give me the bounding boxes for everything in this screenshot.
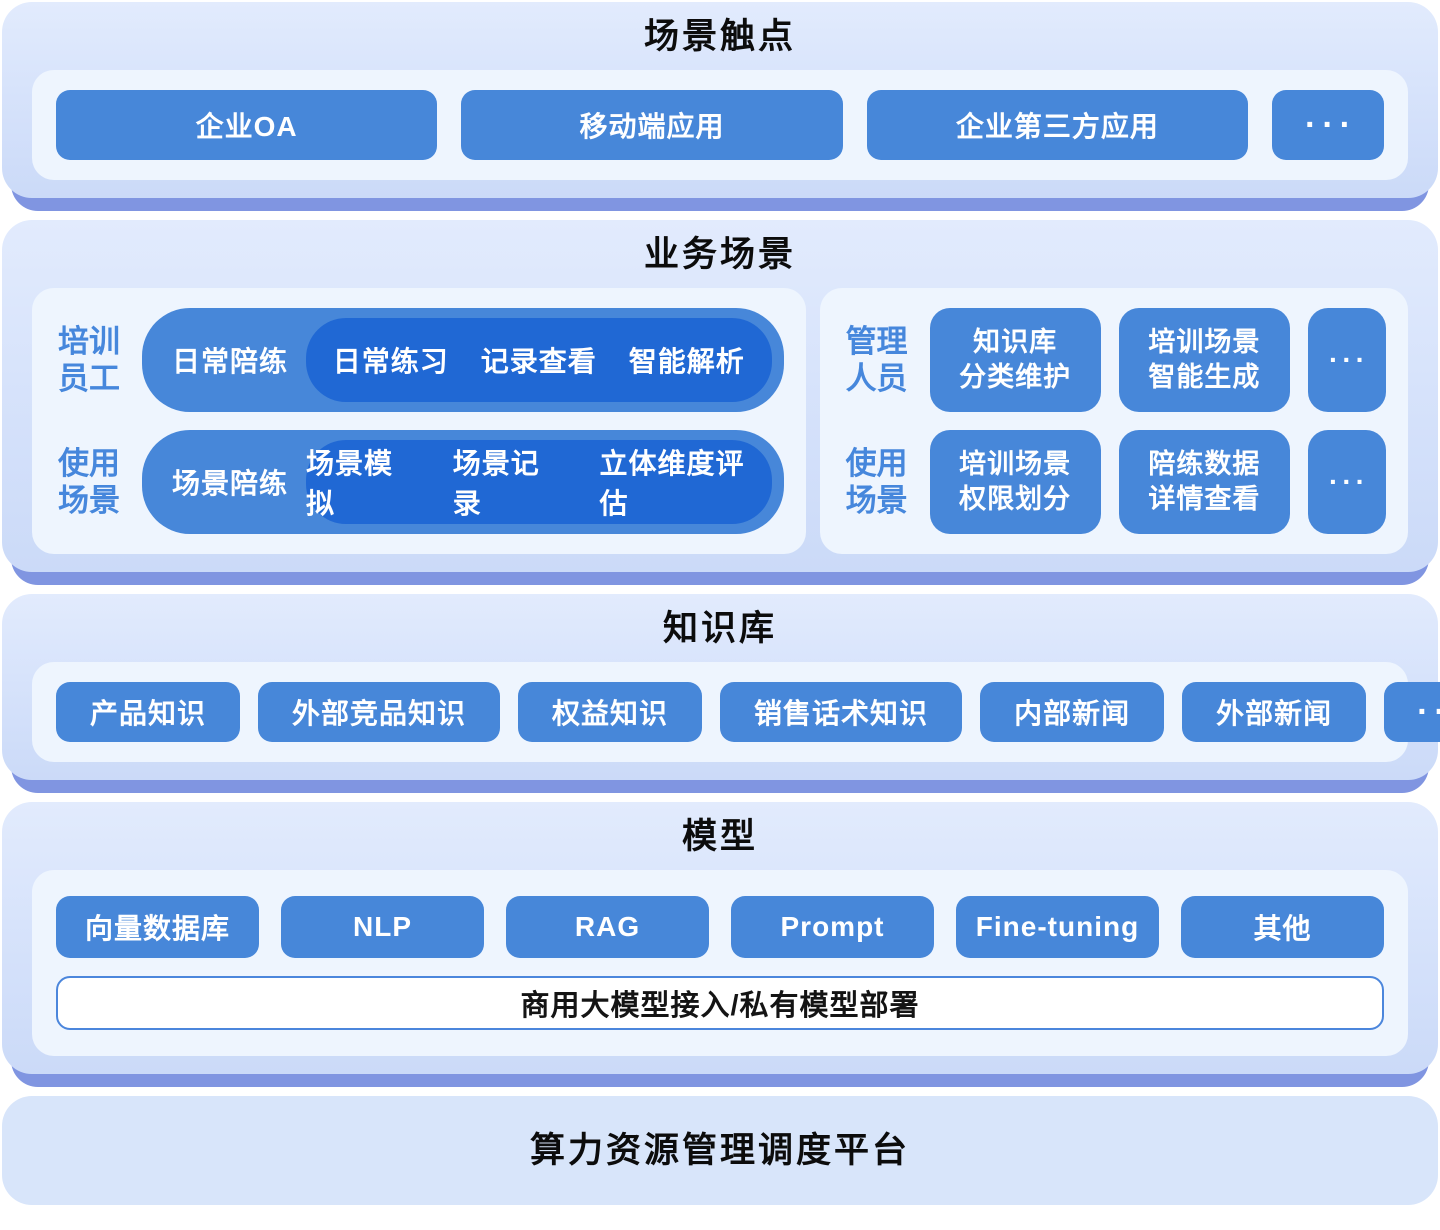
business-panels: 培训 员工 日常陪练 日常练习 记录查看 智能解析 使用 场景 场景陪练 (32, 288, 1408, 554)
model-fine-tuning: Fine-tuning (956, 896, 1159, 958)
model-nlp: NLP (281, 896, 484, 958)
manager-row-2: 使用 场景 培训场景 权限划分 陪练数据 详情查看 ··· (842, 430, 1386, 534)
compute-platform-title: 算力资源管理调度平台 (529, 1130, 910, 1170)
model-panel: 向量数据库 NLP RAG Prompt Fine-tuning 其他 商用大模… (32, 870, 1408, 1056)
daily-training-features: 日常练习 记录查看 智能解析 (306, 318, 772, 402)
section-model: 模型 向量数据库 NLP RAG Prompt Fine-tuning 其他 商… (2, 802, 1438, 1087)
model-access-deployment-bar: 商用大模型接入/私有模型部署 (56, 976, 1384, 1030)
model-rag: RAG (506, 896, 709, 958)
section-compute-platform: 算力资源管理调度平台 (2, 1096, 1438, 1205)
knowledge-more-ellipsis: ··· (1384, 682, 1440, 742)
kb-category-maintenance: 知识库 分类维护 (929, 308, 1101, 412)
training-scene-generation: 培训场景 智能生成 (1118, 308, 1290, 412)
knowledge-title: 知识库 (662, 609, 777, 648)
scene-training-pill: 场景陪练 场景模拟 场景记录 立体维度评估 (142, 430, 784, 534)
scene-training-row: 使用 场景 场景陪练 场景模拟 场景记录 立体维度评估 (54, 430, 784, 534)
trainee-usage-panel: 培训 员工 日常陪练 日常练习 记录查看 智能解析 使用 场景 场景陪练 (32, 288, 806, 554)
section-knowledge-base: 知识库 产品知识 外部竞品知识 权益知识 销售话术知识 内部新闻 外部新闻 ··… (2, 594, 1440, 793)
touchpoints-title: 场景触点 (643, 17, 796, 56)
feature-scene-record: 场景记录 (452, 448, 540, 519)
kb-sales-script-knowledge: 销售话术知识 (720, 682, 963, 742)
touchpoint-mobile-app: 移动端应用 (461, 90, 843, 160)
feature-multi-dimension-eval: 立体维度评估 (599, 448, 745, 519)
model-other: 其他 (1181, 896, 1384, 958)
scene-training-pill-label: 场景陪练 (172, 468, 289, 499)
kb-internal-news: 内部新闻 (980, 682, 1165, 742)
section-business-scenes: 业务场景 培训 员工 日常陪练 日常练习 记录查看 智能解析 使用 场景 (2, 220, 1438, 585)
daily-training-pill: 日常陪练 日常练习 记录查看 智能解析 (142, 308, 784, 412)
scene-training-features: 场景模拟 场景记录 立体维度评估 (306, 440, 772, 524)
feature-record-view: 记录查看 (480, 346, 597, 377)
daily-training-pill-label: 日常陪练 (172, 346, 289, 377)
kb-product-knowledge: 产品知识 (56, 682, 241, 742)
manager-label: 管理 人员 (845, 323, 908, 396)
touchpoints-panel: 企业OA 移动端应用 企业第三方应用 ··· (32, 70, 1408, 180)
feature-smart-analysis: 智能解析 (628, 346, 745, 377)
manager-row-1: 管理 人员 知识库 分类维护 培训场景 智能生成 ··· (842, 308, 1386, 412)
manager-row2-more-ellipsis: ··· (1308, 430, 1386, 534)
training-data-detail: 陪练数据 详情查看 (1118, 430, 1290, 534)
manager-usage-panel: 管理 人员 知识库 分类维护 培训场景 智能生成 ··· 使用 场景 培训场景 … (819, 288, 1408, 554)
knowledge-panel: 产品知识 外部竞品知识 权益知识 销售话术知识 内部新闻 外部新闻 ··· (32, 662, 1440, 762)
usage-scene-label-right: 使用 场景 (845, 445, 908, 518)
business-title: 业务场景 (643, 235, 796, 274)
touchpoint-third-party-app: 企业第三方应用 (866, 90, 1248, 160)
touchpoint-enterprise-oa: 企业OA (56, 90, 438, 160)
model-button-row: 向量数据库 NLP RAG Prompt Fine-tuning 其他 (56, 896, 1384, 958)
usage-scene-label-left: 使用 场景 (58, 445, 120, 518)
trainee-label: 培训 员工 (58, 323, 120, 396)
model-title: 模型 (681, 817, 758, 856)
manager-row1-more-ellipsis: ··· (1308, 308, 1386, 412)
model-prompt: Prompt (731, 896, 934, 958)
feature-scene-simulation: 场景模拟 (306, 448, 394, 519)
kb-competitor-knowledge: 外部竞品知识 (258, 682, 501, 742)
kb-rights-knowledge: 权益知识 (518, 682, 703, 742)
section-touchpoints: 场景触点 企业OA 移动端应用 企业第三方应用 ··· (2, 2, 1438, 211)
touchpoints-more-ellipsis: ··· (1271, 90, 1384, 160)
training-scene-permission: 培训场景 权限划分 (929, 430, 1101, 534)
daily-training-row: 培训 员工 日常陪练 日常练习 记录查看 智能解析 (54, 308, 784, 412)
model-vector-db: 向量数据库 (56, 896, 259, 958)
feature-daily-practice: 日常练习 (332, 346, 449, 377)
kb-external-news: 外部新闻 (1182, 682, 1367, 742)
